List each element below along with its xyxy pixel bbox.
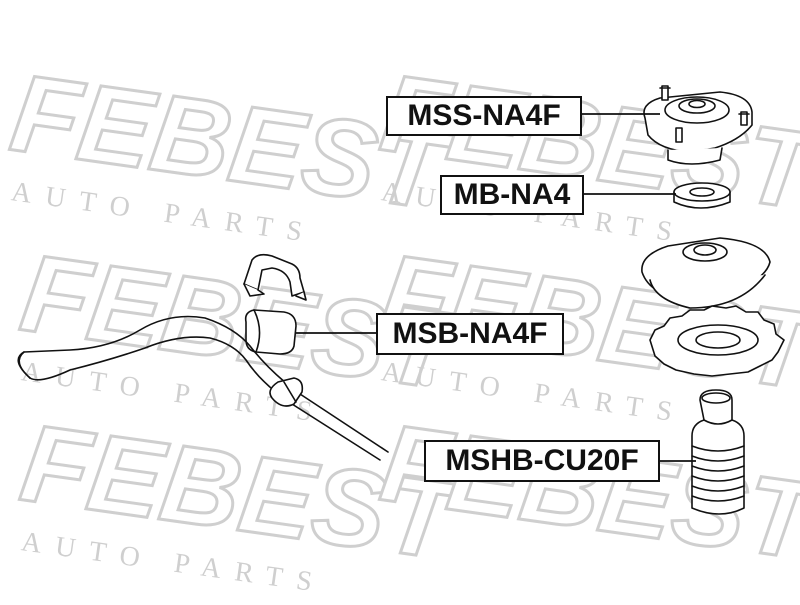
part-code: MSHB-CU20F (445, 444, 639, 477)
part-code: MSS-NA4F (407, 99, 561, 132)
part-code: MSB-NA4F (392, 317, 548, 350)
part-label-mshb-cu20f: MSHB-CU20F (424, 440, 660, 482)
parts-drawings (17, 85, 785, 515)
spring-insulator-drawing (649, 305, 785, 377)
part-code: MB-NA4 (453, 178, 571, 211)
bearing-drawing (673, 182, 731, 209)
strut-mount-drawing (643, 85, 753, 165)
leader-lines (296, 113, 696, 462)
part-label-mss-na4f: MSS-NA4F (386, 96, 582, 136)
watermark-top-right: FEBEST AUTO PARTS (373, 50, 800, 250)
spring-seat-drawing (641, 237, 771, 309)
part-label-mb-na4: MB-NA4 (440, 175, 584, 215)
stabilizer-bushing-drawing (244, 309, 297, 355)
stabilizer-bracket-drawing (243, 253, 307, 301)
shock-boot-drawing (691, 389, 745, 515)
part-label-msb-na4f: MSB-NA4F (376, 313, 564, 355)
stabilizer-bar-drawing (17, 315, 389, 461)
